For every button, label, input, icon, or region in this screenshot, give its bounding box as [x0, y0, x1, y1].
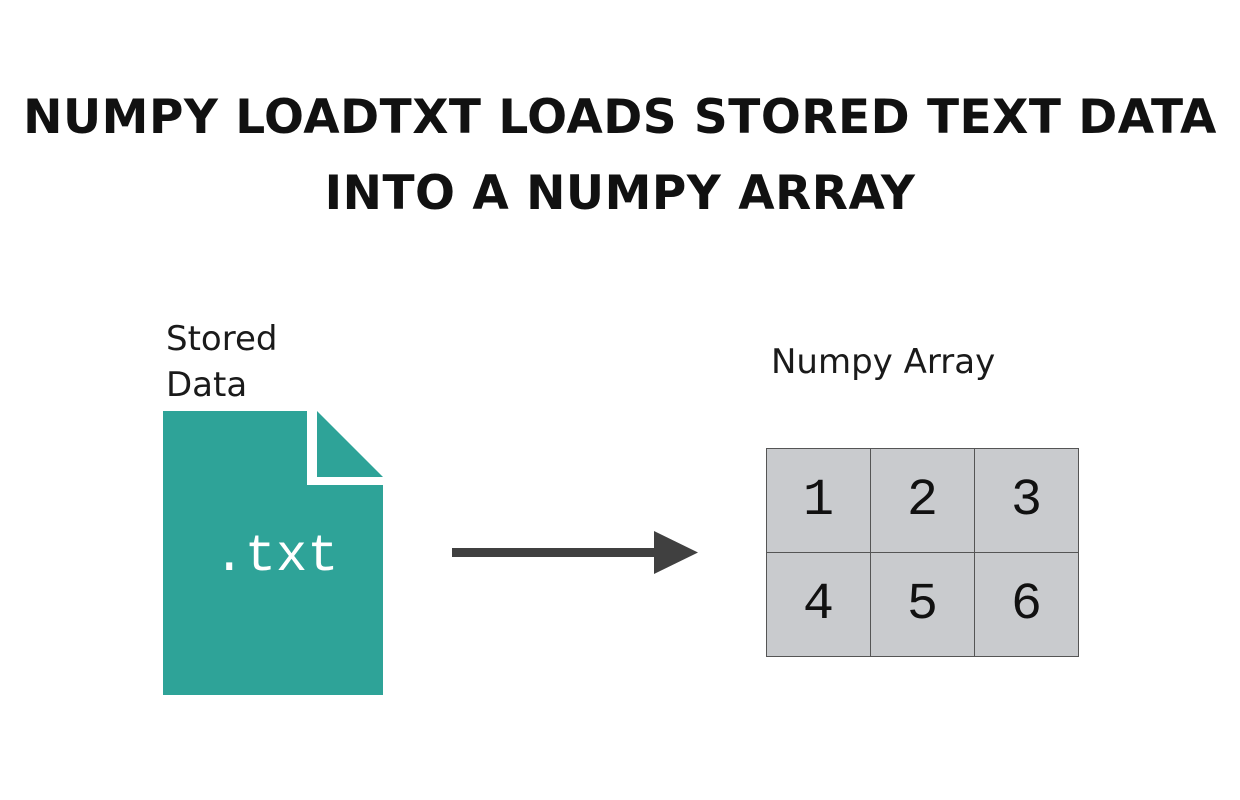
array-cell: 5 — [871, 553, 975, 657]
array-cell: 4 — [767, 553, 871, 657]
text-file-shape — [163, 411, 383, 695]
array-cell: 1 — [767, 449, 871, 553]
title-line-2: INTO A NUMPY ARRAY — [324, 166, 916, 221]
title-line-1: NUMPY LOADTXT LOADS STORED TEXT DATA — [23, 90, 1217, 145]
arrow-shaft — [452, 548, 658, 557]
file-extension-label: .txt — [213, 527, 339, 586]
stored-data-label-line-1: Stored — [166, 319, 278, 359]
file-corner-fold — [317, 411, 383, 477]
diagram-title: NUMPY LOADTXT LOADS STORED TEXT DATA INT… — [0, 80, 1240, 232]
stored-data-label-line-2: Data — [166, 365, 248, 405]
right-arrow-icon — [452, 531, 698, 574]
text-file-icon: .txt — [161, 409, 385, 697]
array-cell: 3 — [975, 449, 1079, 553]
array-cell: 6 — [975, 553, 1079, 657]
numpy-array-grid: 1 2 3 4 5 6 — [766, 448, 1079, 657]
array-cell: 2 — [871, 449, 975, 553]
numpy-array-label: Numpy Array — [771, 342, 996, 382]
stored-data-label: Stored Data — [166, 316, 277, 408]
arrow-head — [654, 531, 698, 574]
file-body — [163, 411, 383, 695]
